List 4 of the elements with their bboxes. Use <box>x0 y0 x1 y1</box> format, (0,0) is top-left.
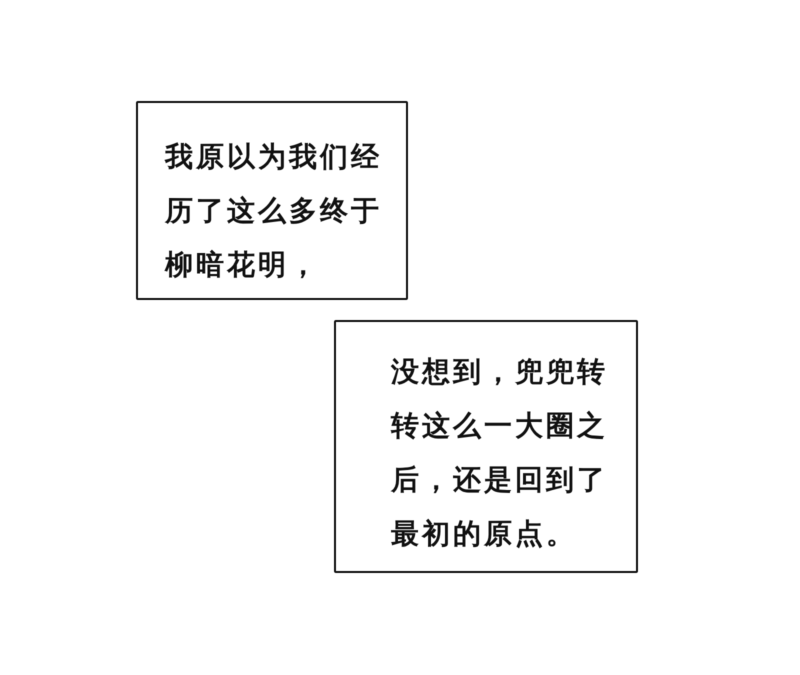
speech-box <box>136 101 408 300</box>
speech-box <box>334 320 638 573</box>
dialogue-text: 我原以为我们经历了这么多终于柳暗花明， <box>165 139 383 283</box>
dialogue-text: 没想到，兜兜转转这么一大圈之后，还是回到了最初的原点。 <box>391 354 609 552</box>
